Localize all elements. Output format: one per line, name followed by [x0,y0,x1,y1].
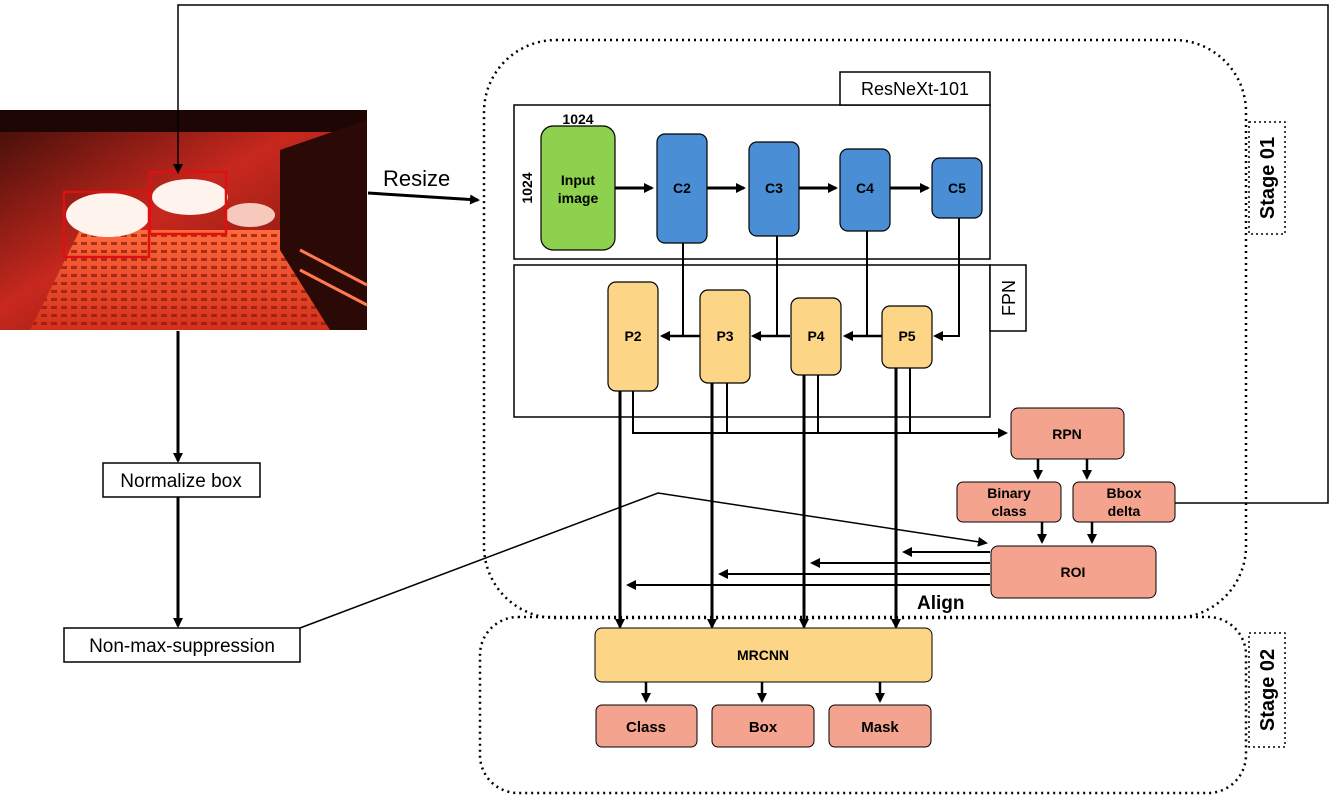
mask-output-block: Mask [828,704,932,748]
stage-02-label: Stage 02 [1248,632,1286,748]
input-photo [0,110,368,330]
c3-block: C3 [748,141,800,237]
svg-text:Normalize box: Normalize box [120,471,242,492]
svg-text:C5: C5 [948,180,966,196]
binary-class-block: Binary class [956,481,1062,523]
rpn-block: RPN [1010,407,1125,460]
fpn-label: FPN [999,280,1019,316]
box-output-block: Box [711,704,815,748]
svg-text:C2: C2 [673,180,691,196]
c5-block: C5 [931,157,983,219]
svg-text:delta: delta [1108,503,1141,519]
bbox-delta-block: Bbox delta [1072,481,1176,523]
svg-text:C4: C4 [856,180,874,196]
svg-text:P3: P3 [716,328,733,344]
stage-02-container [478,615,1248,795]
stage-01-label: Stage 01 [1248,121,1286,235]
svg-text:RPN: RPN [1052,426,1082,442]
nms-node: Non-max-suppression [63,627,301,663]
pig-2 [152,179,228,215]
svg-text:Binary: Binary [987,485,1031,501]
svg-text:C3: C3 [765,180,783,196]
p5-block: P5 [881,305,933,369]
fpn-label-box [989,264,1027,332]
mrcnn-block: MRCNN [594,627,933,683]
backbone-label-box [839,71,991,106]
input-width-label: 1024 [562,111,593,127]
input-height-label: 1024 [519,172,535,203]
align-label: Align [917,593,965,614]
p3-block: P3 [699,289,751,384]
svg-text:Mask: Mask [861,719,899,736]
normalize-box-node: Normalize box [102,462,261,498]
roi-block: ROI [990,545,1157,599]
p2-block: P2 [607,281,659,392]
svg-text:Stage 01: Stage 01 [1257,137,1279,219]
svg-text:Bbox: Bbox [1107,485,1142,501]
backbone-label: ResNeXt-101 [861,79,969,99]
svg-text:Class: Class [626,719,666,736]
svg-text:P2: P2 [624,328,641,344]
resize-label: Resize [383,166,450,191]
pig-3 [225,203,275,227]
svg-text:P5: P5 [898,328,915,344]
connectors [173,4,1329,703]
svg-text:Box: Box [749,719,778,736]
detection-box-2 [148,170,228,236]
svg-text:P4: P4 [807,328,824,344]
svg-text:Non-max-suppression: Non-max-suppression [89,636,275,657]
svg-text:MRCNN: MRCNN [737,647,789,663]
svg-text:Stage 02: Stage 02 [1257,649,1279,731]
p4-block: P4 [790,297,842,376]
pig-1 [66,193,150,237]
class-output-block: Class [595,704,698,748]
svg-text:class: class [991,503,1026,519]
c4-block: C4 [839,148,891,232]
svg-text:ROI: ROI [1061,564,1086,580]
c2-block: C2 [656,133,708,244]
